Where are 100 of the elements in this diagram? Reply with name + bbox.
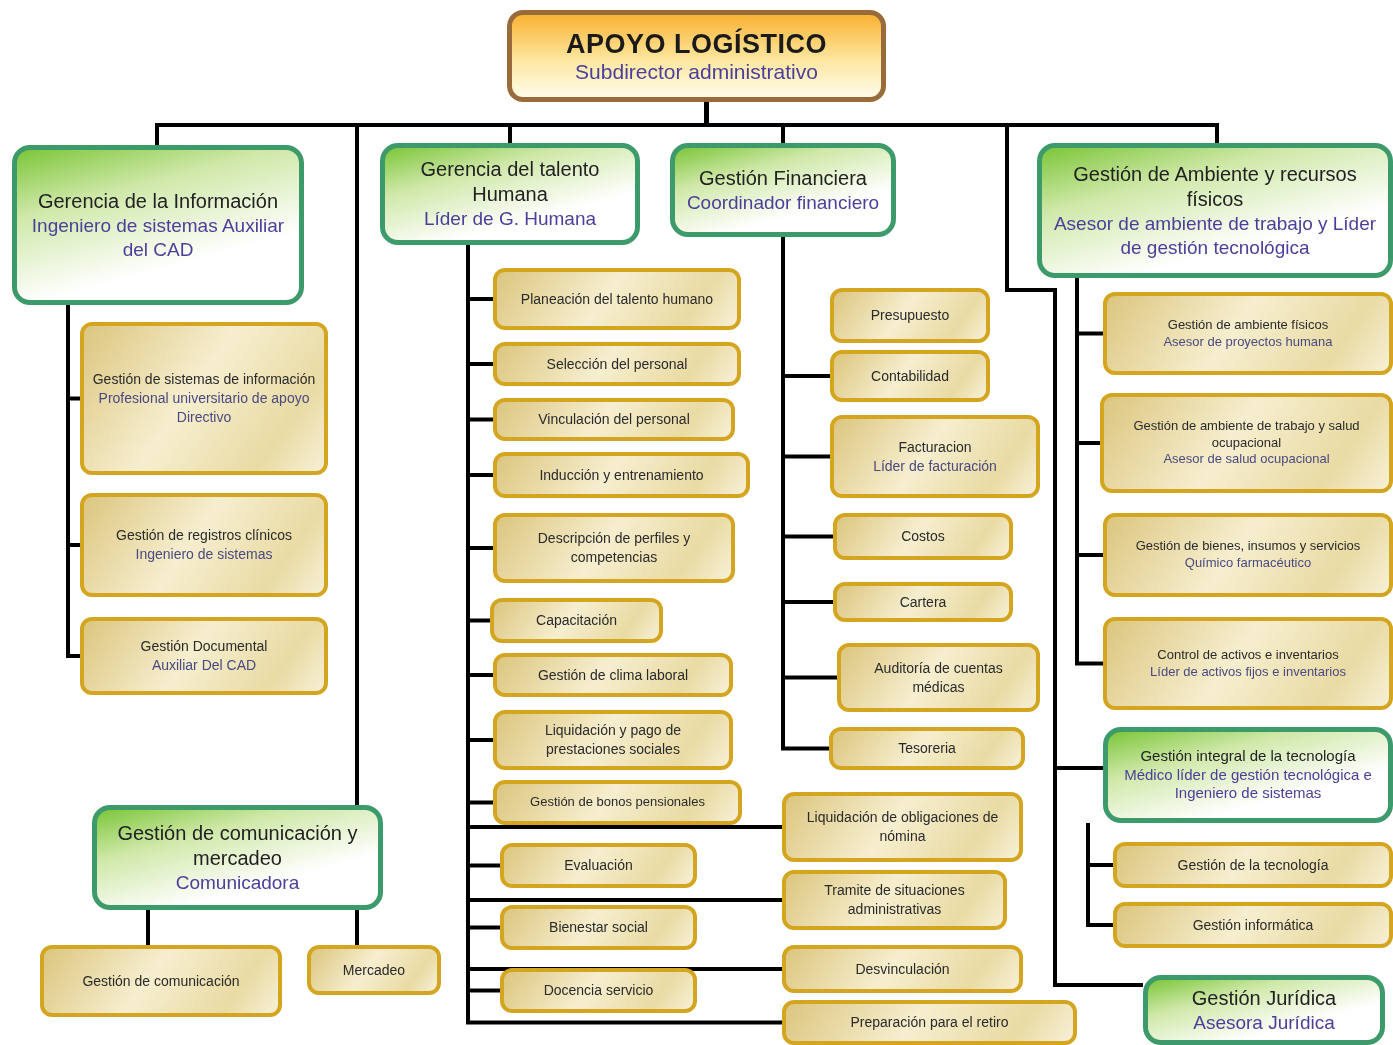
unit-title: Selección del personal (546, 354, 688, 374)
unit-box (80, 617, 328, 695)
unit-box (500, 905, 697, 950)
unit-title: Gestión de Ambiente y recursos físicos (1072, 161, 1358, 212)
unit-title: Liquidación y pago de prestaciones sociales (543, 721, 683, 759)
role-text: Asesora Jurídica (1193, 1010, 1335, 1035)
connector-line (146, 910, 150, 945)
unit-box (493, 653, 733, 697)
unit-title: Vinculación del personal (538, 410, 690, 429)
unit-title: Auditoría de cuentas médicas (873, 658, 1004, 697)
department-box (1143, 975, 1385, 1045)
unit-box (837, 643, 1040, 712)
department-box (1103, 727, 1393, 823)
unit-box (493, 710, 733, 770)
unit-box (1103, 513, 1393, 597)
unit-title: Tramite de situaciones administrativas (823, 881, 966, 919)
role-text: Asesor de salud ocupacional (1163, 451, 1330, 469)
department-box (92, 805, 383, 910)
unit-title: Gerencia del talento Humana (419, 157, 601, 208)
unit-box (80, 493, 328, 597)
unit-box (1103, 617, 1393, 710)
unit-box (493, 452, 750, 498)
unit-title: Gestión Documental (140, 637, 268, 656)
unit-box (490, 598, 663, 643)
role-text: Líder de facturación (873, 456, 997, 476)
unit-box (782, 1000, 1077, 1045)
role-text: Profesional universitario de apoyo Directivo (97, 389, 311, 427)
unit-box (782, 792, 1023, 862)
unit-title: Contabilidad (871, 366, 949, 386)
unit-title: Costos (901, 527, 945, 546)
role-text: Auxiliar Del CAD (151, 656, 257, 675)
unit-box (1100, 393, 1393, 493)
unit-title: Gestión de comunicación y mercadeo (116, 820, 359, 871)
unit-box (830, 415, 1040, 498)
unit-title: Inducción y entrenamiento (539, 465, 704, 485)
unit-title: Gestión de comunicación (82, 971, 240, 991)
root-box (507, 10, 886, 102)
unit-title: Gestión de ambiente físicos (1167, 316, 1329, 334)
unit-title: Gestión de sistemas de información (92, 370, 316, 390)
connector-line (1086, 823, 1113, 927)
unit-title: Preparación para el retiro (850, 1013, 1009, 1032)
unit-box (500, 968, 697, 1013)
unit-title: Presupuesto (870, 306, 950, 325)
connector-line (355, 910, 359, 945)
unit-box (80, 322, 328, 475)
role-text: Coordinador financiero (686, 190, 880, 215)
connector-line (1075, 278, 1103, 666)
unit-box (493, 513, 735, 583)
unit-box (493, 780, 742, 825)
connector-line (66, 305, 80, 658)
role-text: Subdirector administrativo (575, 59, 818, 84)
role-text: Asesor de proyectos humana (1163, 333, 1333, 351)
role-text: Líder de activos fijos e inventarios (1150, 663, 1346, 681)
role-text: Asesor de ambiente de trabajo y Líder de gestión tecnológica (1052, 211, 1378, 260)
department-box (12, 145, 304, 305)
unit-title: Gerencia de la Información (37, 188, 279, 214)
role-text: Ingeniero de sistemas Auxiliar del CAD (30, 213, 286, 262)
unit-title: Bienestar social (549, 918, 648, 937)
connector-line (781, 237, 829, 751)
unit-box (1113, 902, 1393, 948)
unit-title: Desvinculación (855, 959, 950, 979)
unit-box (307, 945, 441, 995)
unit-title: Liquidación de obligaciones de nómina (805, 808, 1000, 846)
unit-title: Docencia servicio (543, 981, 654, 1000)
unit-box (830, 288, 990, 343)
unit-box (493, 342, 741, 386)
unit-title: Facturacion (898, 437, 972, 457)
unit-title: Tesoreria (898, 739, 956, 758)
unit-box (782, 870, 1007, 930)
unit-title: Descripción de perfiles y competencias (536, 529, 692, 567)
role-text: Líder de G. Humana (423, 207, 597, 231)
unit-box (493, 268, 741, 330)
unit-box (829, 727, 1025, 770)
role-text: Químico farmacéutico (1184, 555, 1312, 572)
department-box (1037, 143, 1393, 278)
unit-title: Gestión de bienes, insumos y servicios (1135, 538, 1361, 555)
unit-box (830, 350, 990, 402)
unit-title: Gestión Financiera (699, 165, 867, 191)
unit-title: APOYO LOGÍSTICO (566, 28, 827, 60)
role-text: Comunicadora (175, 870, 300, 895)
unit-box (833, 582, 1013, 622)
unit-title: Planeación del talento humano (520, 289, 714, 309)
unit-box (500, 843, 697, 888)
unit-title: Gestión de clima laboral (537, 665, 689, 685)
unit-title: Cartera (899, 592, 947, 612)
unit-title: Control de activos e inventarios (1157, 646, 1339, 664)
unit-box (782, 945, 1023, 993)
role-text: Ingeniero de sistemas (135, 545, 273, 564)
unit-box (1113, 842, 1393, 888)
unit-title: Gestión de la tecnología (1177, 855, 1329, 875)
unit-title: Mercadeo (342, 960, 406, 980)
unit-box (493, 398, 735, 441)
unit-title: Gestión de ambiente de trabajo y salud ocupacional (1132, 417, 1361, 452)
unit-title: Evaluación (564, 856, 633, 875)
unit-box (40, 945, 282, 1017)
role-text: Médico líder de gestión tecnológica e Ingeniero de sistemas (1123, 765, 1373, 804)
unit-title: Gestión Jurídica (1191, 985, 1337, 1011)
unit-title: Capacitación (536, 611, 617, 630)
department-box (380, 143, 640, 245)
unit-title: Gestión integral de la tecnología (1140, 746, 1356, 766)
